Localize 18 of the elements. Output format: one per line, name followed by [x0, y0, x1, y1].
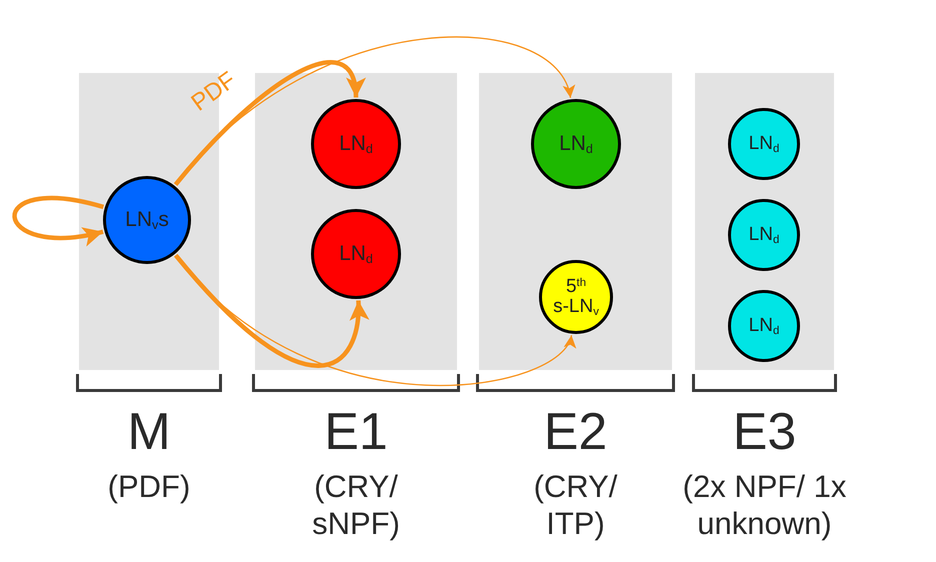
group-subtitle: (CRY/ ITP): [532, 468, 618, 542]
neuron-label: LN$_{d}$: [559, 132, 593, 156]
group-heading: E1: [323, 406, 389, 458]
group-heading: E3: [732, 406, 798, 458]
neuron-label: LN$_{d}$: [748, 134, 780, 154]
edge-label: PDF: [188, 68, 240, 116]
group-subtitle: (PDF): [106, 468, 192, 506]
neuron-label: LN$_{d}$: [748, 316, 780, 336]
neuron-label: LN$_{d}$: [748, 225, 780, 245]
arrow: [174, 60, 364, 186]
group-subtitle: (CRY/ sNPF): [311, 468, 401, 542]
group-subtitle: (2x NPF/ 1x unknown): [682, 468, 848, 542]
group-heading: M: [126, 406, 172, 458]
group-heading: E2: [542, 406, 608, 458]
arrow: [12, 196, 104, 246]
neuron-label: LN$_{v}$s: [125, 208, 169, 232]
arrow: [174, 36, 572, 185]
neuron-label: LN$_{d}$: [339, 132, 373, 156]
